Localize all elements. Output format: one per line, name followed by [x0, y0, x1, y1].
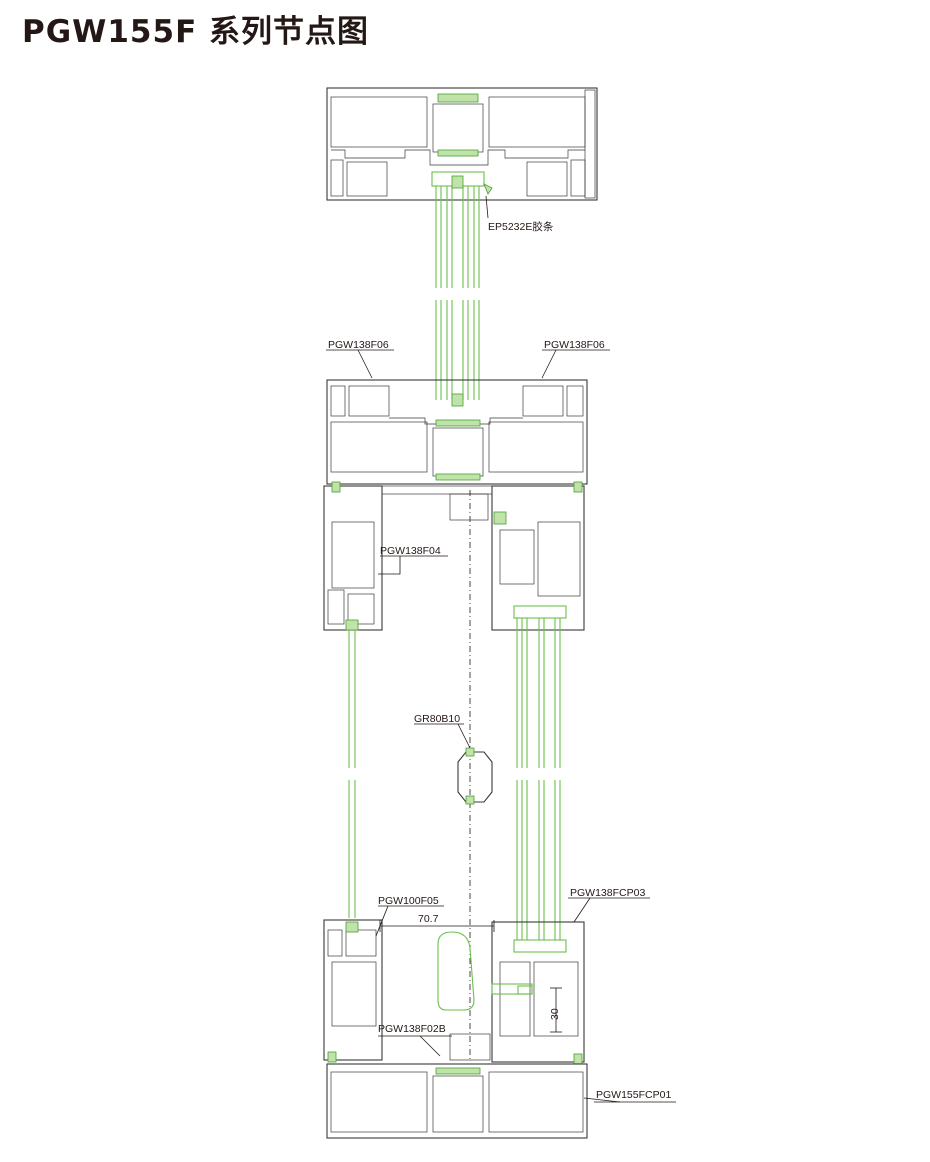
leader-bottom-left: PGW100F05: [375, 895, 444, 937]
handle-shape: [437, 931, 475, 1011]
top-glass-unit: [431, 93, 493, 407]
label-top-gasket: EP5232E胶条: [488, 220, 554, 233]
label-interlock: GR80B10: [414, 713, 460, 725]
label-bottom-left: PGW100F05: [378, 895, 439, 907]
page-title: PGW155F 系列节点图: [22, 14, 370, 50]
leader-bottom-mid: PGW138F02B: [378, 1023, 452, 1057]
leader-bottom-frame: PGW155FCP01: [583, 1089, 676, 1103]
label-bottom-mid: PGW138F02B: [378, 1023, 446, 1035]
dimension-height-text: 30: [549, 1008, 561, 1020]
label-transom-right: PGW138F06: [544, 339, 605, 351]
leader-bottom-right: PGW138FCP03: [568, 887, 650, 923]
leader-sash-left: PGW138F04: [378, 545, 448, 575]
dimension-width-text: 70.7: [418, 913, 439, 925]
transom-profile: [326, 379, 588, 485]
top-frame-profile: [326, 87, 598, 201]
label-sash-left: PGW138F04: [380, 545, 441, 557]
leader-transom-left: PGW138F06: [326, 339, 394, 379]
bottom-frame-profile: [326, 1063, 588, 1139]
leader-transom-right: PGW138F06: [541, 339, 610, 379]
right-sash-profile: [449, 481, 585, 631]
interlock-profile: [457, 747, 493, 805]
label-bottom-right: PGW138FCP03: [570, 887, 645, 899]
bottom-right-sash-profile: [437, 921, 585, 1065]
leader-interlock: GR80B10: [414, 713, 471, 749]
label-bottom-frame: PGW155FCP01: [596, 1089, 671, 1101]
leader-top-gasket: EP5232E胶条: [485, 195, 554, 233]
left-sash-profile: [323, 481, 493, 631]
left-glass-pane: [348, 630, 356, 918]
right-glass-unit: [513, 605, 567, 953]
dimension-width: 70.7: [379, 913, 495, 932]
dimension-height: 30: [549, 987, 562, 1033]
label-transom-left: PGW138F06: [328, 339, 389, 351]
bottom-left-sash-profile: [323, 919, 383, 1063]
